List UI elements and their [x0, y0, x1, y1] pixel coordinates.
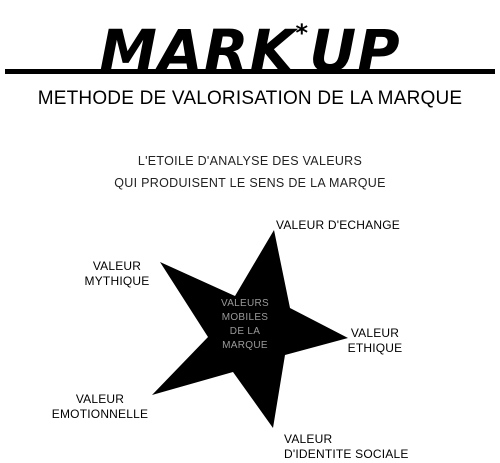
- label-valeur-echange: VALEUR D'ECHANGE: [276, 218, 400, 232]
- label-mythique-line-1: VALEUR: [92, 259, 142, 273]
- label-identite-line-1: VALEUR: [284, 432, 333, 446]
- label-ethique-line-1: VALEUR: [350, 326, 400, 340]
- center-line-3: DE LA: [229, 326, 261, 337]
- center-line-4: MARQUE: [222, 340, 268, 351]
- caption-line-1: L'ETOILE D'ANALYSE DES VALEURS: [137, 154, 363, 168]
- label-valeur-mythique: VALEUR MYTHIQUE: [62, 259, 172, 289]
- divider: [5, 69, 495, 74]
- diagram-caption: L'ETOILE D'ANALYSE DES VALEURS QUI PRODU…: [0, 150, 500, 194]
- label-identite-line-2: D'IDENTITE SOCIALE: [284, 447, 409, 461]
- caption-line-2: QUI PRODUISENT LE SENS DE LA MARQUE: [114, 176, 386, 190]
- label-valeur-identite-sociale: VALEUR D'IDENTITE SOCIALE: [284, 432, 409, 462]
- label-ethique-line-2: ETHIQUE: [347, 341, 403, 355]
- label-mythique-line-2: MYTHIQUE: [84, 274, 150, 288]
- label-valeur-emotionnelle: VALEUR EMOTIONNELLE: [30, 392, 170, 422]
- subtitle: METHODE DE VALORISATION DE LA MARQUE: [37, 88, 463, 109]
- center-line-1: VALEURS: [220, 298, 270, 309]
- label-emotionnelle-line-1: VALEUR: [75, 392, 125, 406]
- label-valeur-ethique: VALEUR ETHIQUE: [335, 326, 415, 356]
- star-center-text: VALEURS MOBILES DE LA MARQUE: [185, 297, 305, 353]
- logo-asterisk: *: [295, 19, 310, 47]
- label-emotionnelle-line-2: EMOTIONNELLE: [51, 407, 149, 421]
- center-line-2: MOBILES: [221, 312, 269, 323]
- star-shape: [152, 230, 348, 428]
